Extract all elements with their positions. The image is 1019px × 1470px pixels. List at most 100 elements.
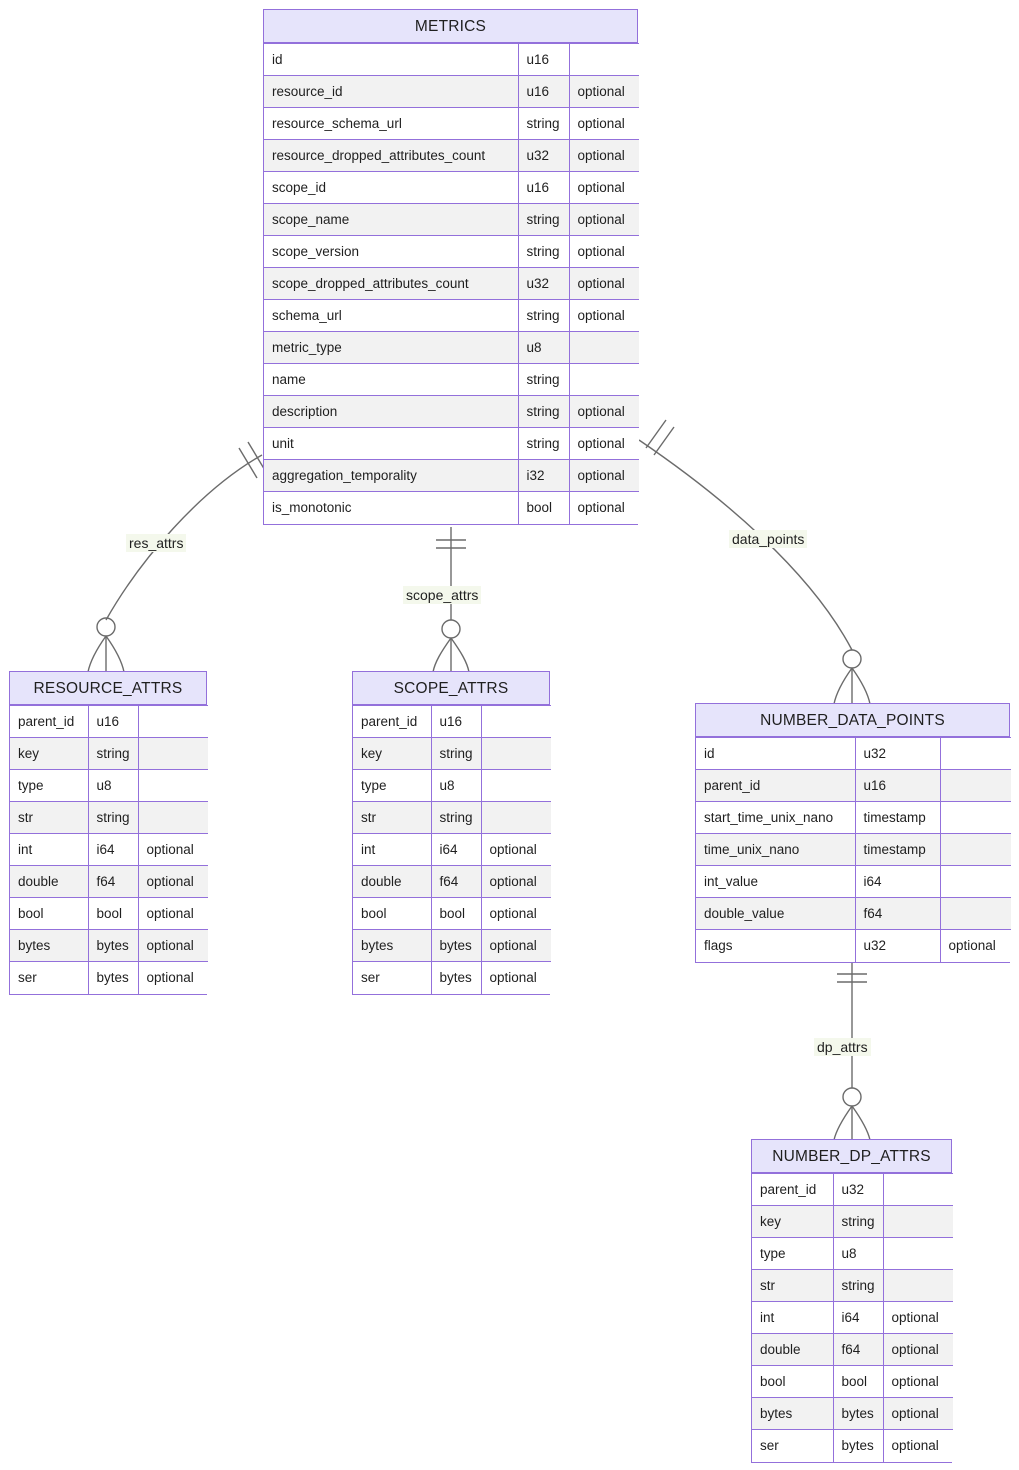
attribute-name-cell: key (10, 737, 89, 770)
attribute-optional-cell: optional (568, 171, 639, 204)
attribute-type-cell: bool (517, 491, 570, 524)
attribute-type-cell: string (832, 1205, 884, 1238)
attribute-name-cell: parent_id (10, 705, 89, 738)
attribute-name-cell: start_time_unix_nano (696, 801, 856, 834)
attribute-optional-cell (480, 769, 551, 802)
attribute-optional-cell (568, 363, 639, 396)
attribute-optional-cell (480, 737, 551, 770)
attribute-optional-cell: optional (480, 961, 551, 994)
attribute-optional-cell: optional (882, 1333, 953, 1366)
attribute-optional-cell (939, 769, 1011, 802)
attribute-type-cell: u16 (854, 769, 941, 802)
attribute-optional-cell: optional (137, 929, 208, 962)
attribute-name-cell: metric_type (264, 331, 519, 364)
attribute-type-cell: f64 (832, 1333, 884, 1366)
relationship-label-data-points: data_points (729, 530, 808, 548)
relationship-label-dp-attrs: dp_attrs (814, 1038, 871, 1056)
attribute-type-cell: string (517, 235, 570, 268)
attribute-type-cell: bool (832, 1365, 884, 1398)
attribute-name-cell: aggregation_temporality (264, 459, 519, 492)
attribute-type-cell: f64 (430, 865, 482, 898)
attribute-name-cell: scope_version (264, 235, 519, 268)
attribute-name-cell: str (10, 801, 89, 834)
attribute-type-cell: string (517, 363, 570, 396)
attribute-optional-cell: optional (882, 1397, 953, 1430)
attribute-optional-cell: optional (568, 107, 639, 140)
attribute-name-cell: bytes (752, 1397, 834, 1430)
attribute-type-cell: u16 (87, 705, 139, 738)
attribute-optional-cell: optional (882, 1365, 953, 1398)
attribute-name-cell: type (10, 769, 89, 802)
entity-title-resource-attrs: RESOURCE_ATTRS (10, 672, 206, 705)
attribute-name-cell: is_monotonic (264, 491, 519, 524)
edge-res-attrs (87, 441, 267, 673)
attribute-type-cell: u32 (854, 737, 941, 770)
attribute-name-cell: int_value (696, 865, 856, 898)
attribute-type-cell: bool (430, 897, 482, 930)
attribute-type-cell: bytes (430, 961, 482, 994)
attribute-type-cell: u32 (832, 1173, 884, 1206)
attribute-type-cell: string (517, 395, 570, 428)
attribute-optional-cell: optional (480, 865, 551, 898)
attribute-name-cell: ser (353, 961, 432, 994)
attribute-type-cell: i64 (430, 833, 482, 866)
attribute-type-cell: u16 (430, 705, 482, 738)
attribute-name-cell: ser (752, 1429, 834, 1462)
attribute-name-cell: key (353, 737, 432, 770)
attribute-name-cell: parent_id (696, 769, 856, 802)
attribute-name-cell: name (264, 363, 519, 396)
attribute-name-cell: scope_id (264, 171, 519, 204)
attribute-optional-cell (568, 331, 639, 364)
attribute-name-cell: double (10, 865, 89, 898)
attribute-type-cell: u8 (87, 769, 139, 802)
attribute-name-cell: description (264, 395, 519, 428)
attribute-name-cell: int (353, 833, 432, 866)
attribute-name-cell: key (752, 1205, 834, 1238)
attribute-name-cell: double (752, 1333, 834, 1366)
entity-title-scope-attrs: SCOPE_ATTRS (353, 672, 549, 705)
attribute-name-cell: id (696, 737, 856, 770)
attribute-optional-cell: optional (568, 491, 639, 524)
attribute-optional-cell: optional (568, 299, 639, 332)
attribute-optional-cell (480, 705, 551, 738)
attribute-type-cell: u16 (517, 43, 570, 76)
attribute-type-cell: u16 (517, 75, 570, 108)
attribute-optional-cell (137, 737, 208, 770)
attribute-optional-cell: optional (939, 929, 1011, 962)
attribute-type-cell: string (517, 107, 570, 140)
attribute-name-cell: resource_id (264, 75, 519, 108)
attribute-optional-cell: optional (568, 427, 639, 460)
